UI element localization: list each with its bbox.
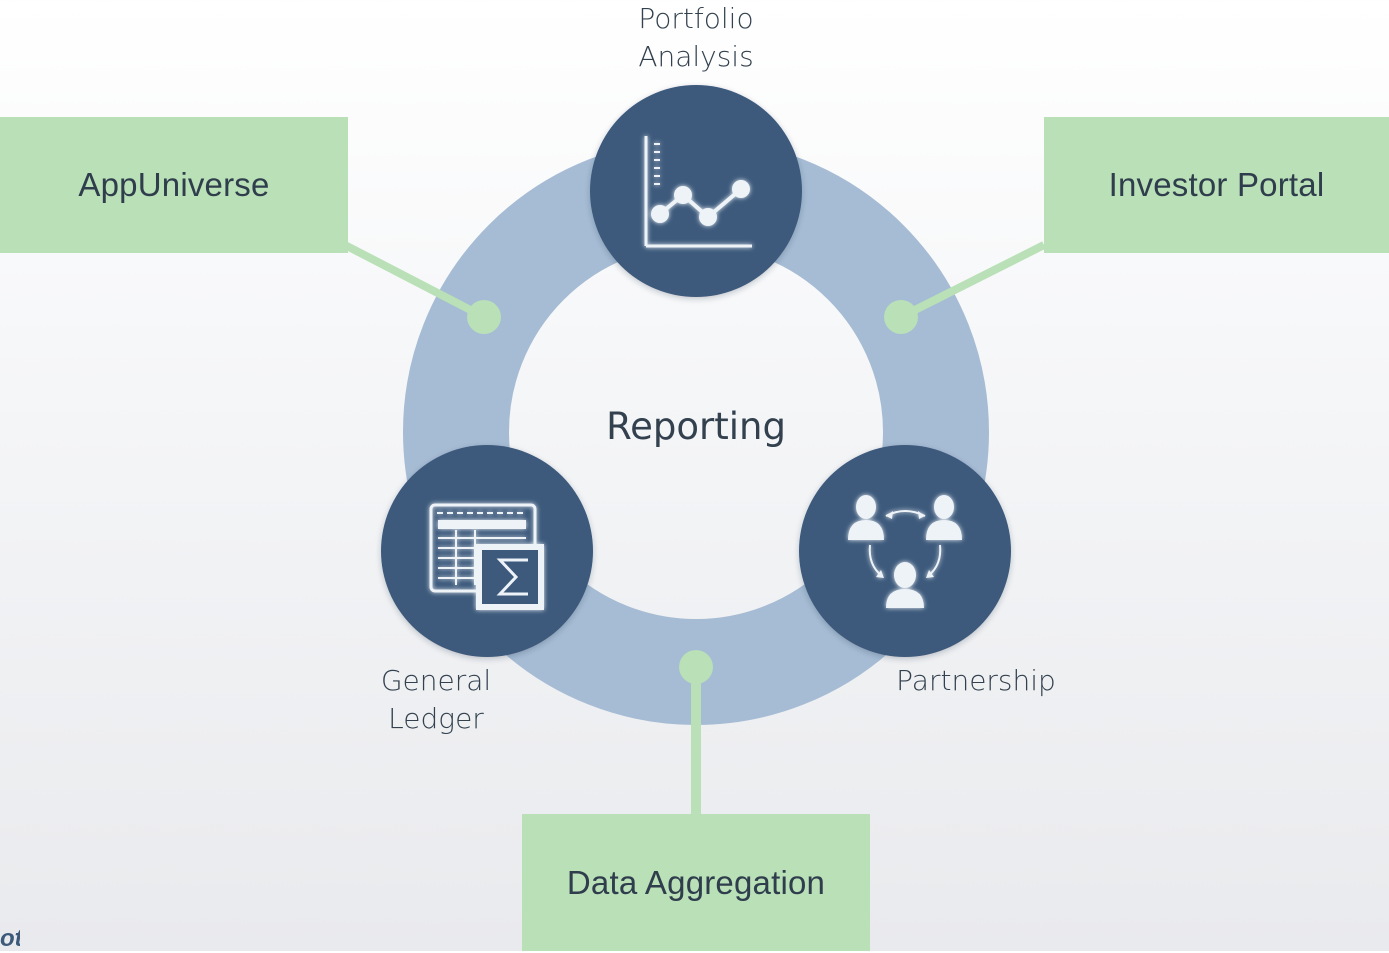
general-ledger-label-line2: Ledger bbox=[388, 702, 484, 735]
module-investor-portal-label: Investor Portal bbox=[1108, 166, 1325, 203]
connector-investor bbox=[899, 241, 1046, 321]
module-appuniverse[interactable]: AppUniverse bbox=[0, 117, 348, 253]
portfolio-analysis-label-line2: Analysis bbox=[638, 40, 754, 73]
line-chart-icon bbox=[644, 136, 752, 248]
module-data-aggregation[interactable]: Data Aggregation bbox=[522, 814, 870, 951]
module-data-aggregation-label: Data Aggregation bbox=[566, 863, 826, 901]
portfolio-analysis-label-line1: Portfolio bbox=[638, 2, 754, 35]
general-ledger-label: General Ledger bbox=[336, 662, 536, 738]
people-network-icon bbox=[848, 495, 962, 608]
watermark-logo-fragment: ot bbox=[0, 925, 20, 952]
connector-dot-appuniverse bbox=[467, 300, 501, 334]
partnership-label: Partnership bbox=[876, 662, 1076, 700]
connector-dot-aggregation bbox=[679, 650, 713, 684]
partnership-label-text: Partnership bbox=[896, 664, 1056, 697]
connector-dot-investor bbox=[884, 300, 918, 334]
portfolio-analysis-label: Portfolio Analysis bbox=[596, 0, 796, 76]
spreadsheet-sigma-icon bbox=[429, 503, 544, 610]
connectors bbox=[343, 241, 1046, 816]
module-investor-portal[interactable]: Investor Portal bbox=[1044, 117, 1389, 253]
module-appuniverse-label: AppUniverse bbox=[78, 166, 270, 203]
node-portfolio-analysis bbox=[590, 85, 802, 297]
connector-appuniverse bbox=[343, 241, 486, 321]
node-partnership bbox=[799, 445, 1011, 657]
reporting-center-label: Reporting bbox=[606, 405, 786, 448]
general-ledger-label-line1: General bbox=[380, 664, 492, 697]
